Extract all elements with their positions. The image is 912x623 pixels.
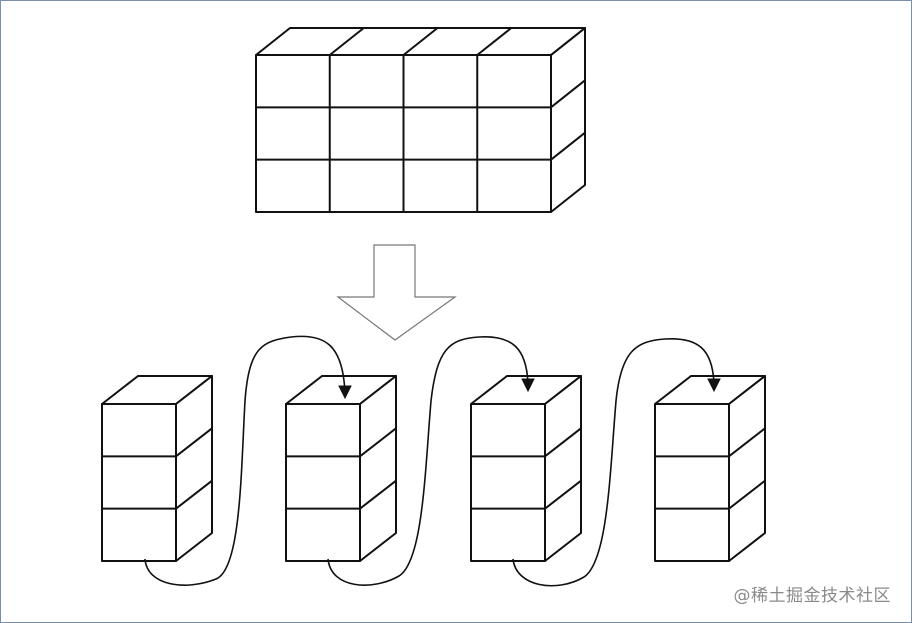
side-divider-line xyxy=(550,131,586,161)
top-divider-line xyxy=(402,27,439,56)
stack-front-face xyxy=(470,403,546,562)
stack-side-face xyxy=(728,375,766,562)
linked-list-links xyxy=(144,335,721,587)
stack-side-face xyxy=(175,375,213,562)
stack-side-line xyxy=(175,479,213,510)
stack-front-face xyxy=(285,403,361,562)
side-face xyxy=(550,27,586,213)
cube-grid-block xyxy=(255,27,586,213)
stack-side-line xyxy=(728,427,766,458)
top-divider-line xyxy=(329,27,365,56)
stack-4 xyxy=(654,375,766,562)
stack-side-line xyxy=(359,427,397,458)
stack-2 xyxy=(285,375,397,562)
top-divider-line xyxy=(476,27,512,56)
stack-3 xyxy=(470,375,582,562)
stacks-row xyxy=(101,375,766,562)
stack-side-face xyxy=(359,375,397,562)
stack-side-face xyxy=(544,375,582,562)
stack-front-face xyxy=(101,403,177,562)
arrowhead-icon xyxy=(521,378,535,393)
arrowhead-icon xyxy=(707,378,721,393)
down-arrow-icon xyxy=(336,244,457,341)
link-curve-2 xyxy=(327,336,529,586)
stack-side-line xyxy=(175,427,213,458)
side-divider-line xyxy=(550,79,586,109)
stack-1 xyxy=(101,375,213,562)
arrowhead-icon xyxy=(338,385,352,400)
stack-front-face xyxy=(654,403,730,562)
watermark-text: @稀土掘金技术社区 xyxy=(733,586,891,606)
stack-side-line xyxy=(728,479,766,510)
stack-side-line xyxy=(359,479,397,510)
stack-side-line xyxy=(544,427,582,458)
link-curve-3 xyxy=(512,338,715,587)
stack-side-line xyxy=(544,479,582,510)
link-curve-1 xyxy=(144,335,346,586)
